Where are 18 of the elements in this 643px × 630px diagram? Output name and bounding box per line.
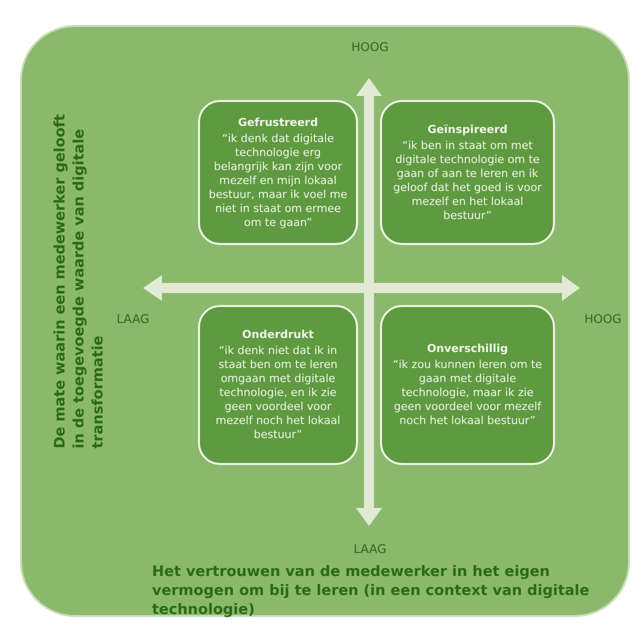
axis-label: HOOG — [583, 312, 623, 326]
axis-title: Het vertrouwen van de medewerker in het eigen vermogen om bij te leren (in een context van digitale technologie) — [152, 563, 590, 620]
quadrant-box — [198, 305, 358, 465]
quote-text: “ik denk dat digitale technologie erg belangrijk kan zijn voor mezelf en mijn lokaal bestuur, maar ik voel me niet in staat om ermee om te gaan” — [208, 132, 348, 230]
quadrant-title: Geïnspireerd — [428, 122, 508, 136]
axis-label: HOOG — [350, 40, 390, 54]
quadrant-box — [380, 100, 555, 245]
quadrant-box — [380, 305, 555, 465]
axis-label: LAAG — [352, 542, 388, 556]
quadrant-box — [198, 100, 358, 245]
quadrant-title: Onverschillig — [426, 342, 508, 355]
axis-title: De mate waarin een medewerker gelooft in de toegevoegde waarde van digitale transformatie — [52, 113, 108, 448]
quote-text: “ik denk niet dat ik in staat ben om te leren omgaan met digitale technologie, en ik zie geen voordeel voor mezelf noch het lokaal bestuur” — [214, 344, 342, 442]
quadrant-title: Gefrustreerd — [238, 116, 318, 128]
quadrant-title: Onderdrukt — [242, 328, 314, 341]
quote-text: “ik zou kunnen leren om te gaan met digitale technologie, maar ik zie geen voordeel voor mezelf noch het lokaal bestuur” — [392, 358, 544, 428]
axis-label: LAAG — [116, 312, 150, 326]
quote-text: “ik ben in staat om met digitale technologie om te gaan of aan te leren en ik geloof dat het goed is voor mezelf en het lokaal bestuur” — [392, 138, 543, 222]
